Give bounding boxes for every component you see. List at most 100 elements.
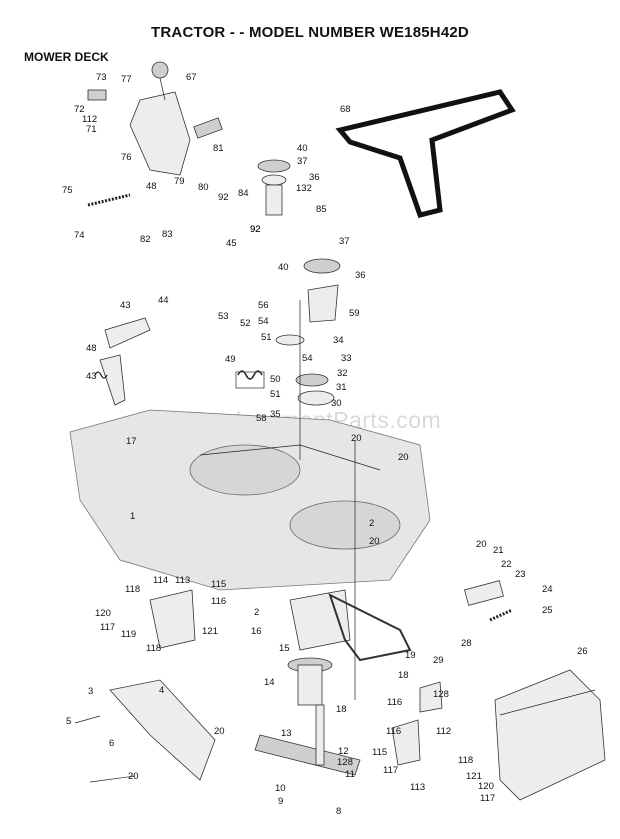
part-label: 68 xyxy=(340,104,351,115)
part-label: 132 xyxy=(296,183,312,194)
part-label: 45 xyxy=(226,238,237,249)
part-label: 83 xyxy=(162,229,173,240)
left-bracket-assembly xyxy=(149,589,196,649)
part-label: 18 xyxy=(398,670,409,681)
part-label: 121 xyxy=(202,626,218,637)
lift-lever-assembly xyxy=(87,61,223,207)
part-label: 37 xyxy=(339,236,350,247)
part-label: 43 xyxy=(86,371,97,382)
part-label: 117 xyxy=(480,793,495,804)
part-label: 118 xyxy=(458,755,473,766)
part-label: 54 xyxy=(302,353,313,364)
part-label: 76 xyxy=(121,152,132,163)
part-label: 8 xyxy=(336,806,341,817)
part-label: 13 xyxy=(281,728,292,739)
part-label: 15 xyxy=(279,643,290,654)
part-label: 24 xyxy=(542,584,553,595)
part-label: 51 xyxy=(270,389,281,400)
part-label: 58 xyxy=(256,413,267,424)
idler-pulley-assembly xyxy=(257,159,291,216)
part-label: 31 xyxy=(336,382,347,393)
part-label: 71 xyxy=(86,124,97,135)
part-label: 48 xyxy=(86,343,97,354)
part-label: 23 xyxy=(515,569,526,580)
part-label: 43 xyxy=(120,300,131,311)
part-label: 6 xyxy=(109,738,114,749)
part-label: 77 xyxy=(121,74,132,85)
right-bracket-assembly xyxy=(391,681,443,766)
part-label: 25 xyxy=(542,605,553,616)
part-label: 20 xyxy=(476,539,487,550)
part-label: 34 xyxy=(333,335,344,346)
part-label: 52 xyxy=(240,318,251,329)
part-label: 116 xyxy=(211,596,226,607)
part-label: 10 xyxy=(275,783,286,794)
part-label: 32 xyxy=(337,368,348,379)
discharge-chute xyxy=(494,669,606,801)
part-label: 2 xyxy=(369,518,374,529)
part-label: 20 xyxy=(369,536,380,547)
part-label: 49 xyxy=(225,354,236,365)
part-label: 81 xyxy=(213,143,224,154)
part-label: 5 xyxy=(66,716,71,727)
part-label: 118 xyxy=(146,643,161,654)
part-label: 29 xyxy=(433,655,444,666)
part-label: 117 xyxy=(383,765,398,776)
part-label: 119 xyxy=(121,629,136,640)
part-label: 54 xyxy=(258,316,269,327)
part-label: 114 xyxy=(153,575,168,586)
front-hanger-arm xyxy=(74,679,216,783)
part-label: 44 xyxy=(158,295,169,306)
part-label: 75 xyxy=(62,185,73,196)
part-label: 115 xyxy=(211,579,226,590)
part-label: 53 xyxy=(218,311,229,322)
part-label: 1 xyxy=(130,511,135,522)
part-label: 120 xyxy=(478,781,494,792)
part-label: 117 xyxy=(100,622,115,633)
part-label: 85 xyxy=(316,204,327,215)
idler-spring xyxy=(235,370,265,389)
part-label: 20 xyxy=(128,771,139,782)
deflector-bracket xyxy=(464,580,513,622)
deck-brace xyxy=(328,440,412,700)
part-label: 40 xyxy=(297,143,308,154)
part-label: 116 xyxy=(386,726,401,737)
part-label: 67 xyxy=(186,72,197,83)
part-label: 128 xyxy=(433,689,449,700)
part-label: 20 xyxy=(214,726,225,737)
part-label: 116 xyxy=(387,697,402,708)
part-label: 26 xyxy=(577,646,588,657)
part-label: 92 xyxy=(250,224,261,235)
section-title: MOWER DECK xyxy=(24,50,109,64)
part-label: 59 xyxy=(349,308,360,319)
part-label: 20 xyxy=(398,452,409,463)
part-label: 79 xyxy=(174,176,185,187)
part-label: 20 xyxy=(351,433,362,444)
part-label: 36 xyxy=(309,172,320,183)
part-label: 112 xyxy=(82,114,97,125)
part-label: 18 xyxy=(336,704,347,715)
part-label: 12 xyxy=(338,746,349,757)
part-label: 113 xyxy=(410,782,425,793)
drive-belt xyxy=(335,89,516,218)
part-label: 50 xyxy=(270,374,281,385)
spindle-pulley-stack xyxy=(275,258,341,460)
part-label: 120 xyxy=(95,608,111,619)
part-label: 30 xyxy=(331,398,342,409)
part-label: 82 xyxy=(140,234,151,245)
part-label: 35 xyxy=(270,409,281,420)
part-label: 84 xyxy=(238,188,249,199)
part-label: 16 xyxy=(251,626,262,637)
part-label: 14 xyxy=(264,677,275,688)
lift-linkage xyxy=(94,317,151,406)
part-label: 33 xyxy=(341,353,352,364)
diagram-title: TRACTOR - - MODEL NUMBER WE185H42D xyxy=(151,24,469,41)
part-label: 22 xyxy=(501,559,512,570)
part-label: 113 xyxy=(175,575,190,586)
part-label: 28 xyxy=(461,638,472,649)
part-label: 2 xyxy=(254,607,259,618)
mower-deck-body xyxy=(69,409,431,591)
part-label: 36 xyxy=(355,270,366,281)
part-label: 92 xyxy=(250,224,261,235)
